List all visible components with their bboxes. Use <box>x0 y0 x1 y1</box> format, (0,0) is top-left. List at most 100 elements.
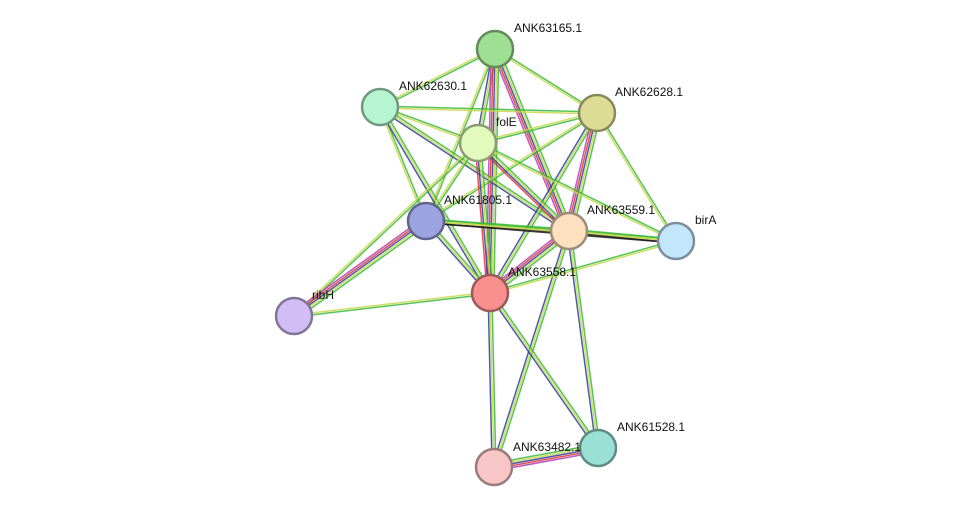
edge-ank63165-1-ank62628-1[interactable] <box>494 47 598 115</box>
edge-channel-line <box>475 144 568 234</box>
edge-channel-line <box>595 113 676 242</box>
edge-channel-line <box>293 220 427 317</box>
edge-channel-line <box>489 48 496 294</box>
node-label-ank63558-1: ANK63558.1 <box>508 265 576 279</box>
edge-channel-line <box>491 230 568 467</box>
edge-ank62628-1-fole[interactable] <box>477 111 598 145</box>
node-label-ank63165-1: ANK63165.1 <box>514 21 582 35</box>
edge-channel-line <box>489 292 599 449</box>
node-label-bira: birA <box>695 213 716 227</box>
edges-layer <box>291 47 678 472</box>
edge-channel-line <box>489 292 495 468</box>
edge-ank63558-1-ribh[interactable] <box>293 291 491 318</box>
edge-ank62628-1-bira[interactable] <box>595 112 678 242</box>
edge-channel-line <box>479 140 572 230</box>
edge-ank61805-1-ribh[interactable] <box>291 217 429 320</box>
edge-channel-line <box>477 111 597 143</box>
edge-channel-line <box>566 112 596 231</box>
node-label-ank62628-1: ANK62628.1 <box>615 85 683 99</box>
node-label-ank62630-1: ANK62630.1 <box>399 79 467 93</box>
edge-channel-line <box>568 112 598 232</box>
edge-fole-bira[interactable] <box>477 141 677 243</box>
edge-channel-line <box>478 113 598 145</box>
edge-ank62630-1-ank63558-1[interactable] <box>377 105 493 295</box>
edge-ank63558-1-ank61528-1[interactable] <box>487 291 601 450</box>
edge-channel-line <box>476 143 569 233</box>
edge-channel-line <box>491 292 497 467</box>
edge-channel-line <box>494 49 597 115</box>
edge-channel-line <box>490 241 677 295</box>
edge-channel-line <box>570 113 600 232</box>
node-ank63559-1[interactable] <box>549 211 589 251</box>
node-label-ribh: ribH <box>312 288 334 302</box>
node-ank63165-1[interactable] <box>475 29 515 69</box>
node-ank62628-1[interactable] <box>577 93 617 133</box>
edge-channel-line <box>480 142 494 293</box>
edge-ank63165-1-ank63559-1[interactable] <box>490 47 574 233</box>
edge-channel-line <box>493 49 500 294</box>
edge-channel-line <box>379 107 597 115</box>
edge-channel-line <box>477 143 676 243</box>
node-ank63482-1[interactable] <box>474 447 514 487</box>
node-ribh[interactable] <box>274 296 314 336</box>
edge-channel-line <box>597 112 678 241</box>
edge-ank63558-1-bira[interactable] <box>489 239 677 295</box>
edge-channel-line <box>380 49 496 109</box>
node-label-ank63482-1: ANK63482.1 <box>513 440 581 454</box>
edge-ank63558-1-ank63482-1[interactable] <box>487 292 497 468</box>
node-ank61528-1[interactable] <box>578 428 618 468</box>
edge-channel-line <box>378 107 426 222</box>
edge-channel-line <box>291 217 425 314</box>
edge-ank63559-1-ank61528-1[interactable] <box>566 230 601 449</box>
edge-channel-line <box>496 48 572 231</box>
edge-channel-line <box>478 142 492 293</box>
edge-channel-line <box>487 293 493 468</box>
edge-channel-line <box>295 223 429 320</box>
node-label-ank61805-1: ANK61805.1 <box>444 193 512 207</box>
edge-channel-line <box>487 111 597 293</box>
edge-ank62628-1-ank61805-1[interactable] <box>425 111 598 223</box>
node-label-ank61528-1: ANK61528.1 <box>617 420 685 434</box>
edge-channel-line <box>494 48 570 232</box>
edge-channel-line <box>570 230 601 448</box>
edge-channel-line <box>490 291 601 448</box>
edge-channel-line <box>474 143 488 294</box>
edge-channel-line <box>492 49 568 232</box>
edge-channel-line <box>566 231 597 449</box>
node-label-fole: folE <box>496 115 517 129</box>
edge-fole-ank63559-1[interactable] <box>475 140 572 234</box>
nodes-layer <box>274 29 696 487</box>
edge-fole-ank63558-1[interactable] <box>474 142 494 294</box>
edge-ank62630-1-ank62628-1[interactable] <box>379 105 598 115</box>
edge-channel-line <box>491 49 498 294</box>
edge-channel-line <box>380 105 493 293</box>
node-ank63558-1[interactable] <box>470 273 510 313</box>
edge-channel-line <box>293 291 490 316</box>
edge-ank63165-1-ank62630-1[interactable] <box>379 47 496 109</box>
edge-channel-line <box>487 293 598 450</box>
edge-channel-line <box>476 143 490 294</box>
node-fole[interactable] <box>458 123 498 163</box>
edge-channel-line <box>478 141 571 231</box>
edge-channel-line <box>380 105 598 113</box>
edge-channel-line <box>478 141 677 241</box>
edge-channel-line <box>425 111 597 221</box>
node-ank61805-1[interactable] <box>406 201 446 241</box>
edge-channel-line <box>292 218 426 316</box>
edge-channel-line <box>489 239 676 293</box>
edge-channel-line <box>294 293 491 318</box>
edge-channel-line <box>571 113 602 233</box>
edge-channel-line <box>294 221 428 319</box>
edge-channel-line <box>495 231 572 468</box>
node-bira[interactable] <box>656 221 696 261</box>
edge-channel-line <box>377 107 490 295</box>
edge-channel-line <box>379 47 495 107</box>
edge-channel-line <box>497 47 574 230</box>
node-ank62630-1[interactable] <box>360 87 400 127</box>
edge-channel-line <box>292 141 478 316</box>
edge-channel-line <box>426 113 598 223</box>
edge-channel-line <box>568 230 599 449</box>
edge-channel-line <box>379 106 491 294</box>
